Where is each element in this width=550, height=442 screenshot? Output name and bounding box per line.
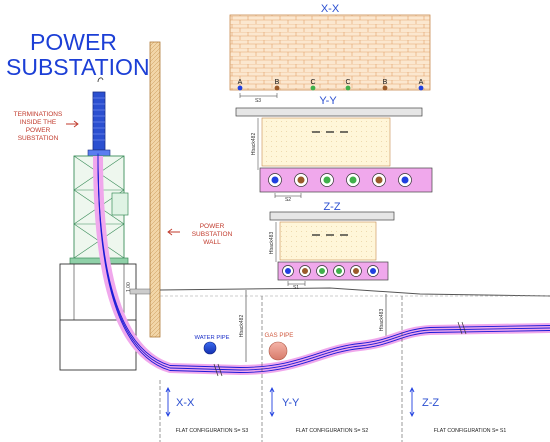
substation-wall <box>149 41 161 338</box>
section-xx: X-X A B C C B A S3 <box>229 3 431 104</box>
section-yy: Y-Y Hback482 S2 <box>235 95 433 203</box>
section-yy-cables <box>268 173 412 187</box>
section-zz-cables <box>282 265 379 277</box>
section-zz-slab <box>269 211 395 221</box>
terminations-arrow <box>66 120 79 128</box>
phase-label-1: A <box>238 79 243 86</box>
phase-dot-2 <box>274 85 280 91</box>
water-pipe <box>203 341 217 355</box>
cut-marker-xx-arrow <box>165 386 171 418</box>
terminations-line-2: INSIDE THE <box>20 119 57 126</box>
section-zz: Z-Z Hback483 S1 <box>269 201 395 291</box>
right-depth-label: Hback483 <box>379 309 385 332</box>
wall-depth-label: 1.00 <box>126 282 132 292</box>
wall-note-line-2: SUBSTATION <box>192 231 233 238</box>
section-zz-spacing: S1 <box>293 285 299 291</box>
section-xx-title: X-X <box>321 3 340 15</box>
section-xx-spacing: S3 <box>255 98 261 104</box>
section-yy-title: Y-Y <box>319 95 337 107</box>
cut-marker-yy: Y-Y <box>282 397 300 409</box>
sealing-end-insulator <box>92 91 106 151</box>
phase-dot-3 <box>310 85 316 91</box>
cut-marker-yy-arrow <box>269 386 275 418</box>
phase-label-2: B <box>275 79 280 86</box>
section-zz-backfill <box>279 221 377 261</box>
cut-marker-xx: X-X <box>176 397 195 409</box>
configuration-label-2: FLAT CONFIGURATION S= S2 <box>296 428 369 434</box>
phase-label-3: C <box>310 79 315 86</box>
wall-note: POWER SUBSTATION WALL <box>167 223 233 246</box>
section-yy-slab <box>235 107 423 117</box>
section-xx-brick-block <box>229 14 431 91</box>
main-depth-label: Hback482 <box>239 315 245 338</box>
cable-route <box>93 153 550 377</box>
terminations-line-3: POWER <box>26 127 51 134</box>
gas-pipe-label: GAS PIPE <box>265 332 294 339</box>
gas-pipe <box>268 341 288 361</box>
section-yy-height: Hback482 <box>251 133 257 156</box>
phase-label-5: B <box>383 79 388 86</box>
section-zz-title: Z-Z <box>323 201 340 213</box>
cut-marker-zz: Z-Z <box>422 397 439 409</box>
section-yy-spacing: S2 <box>285 197 291 203</box>
configuration-label-3: FLAT CONFIGURATION S= S1 <box>434 428 507 434</box>
title-line-1: POWER <box>30 29 117 55</box>
phase-dot-6 <box>418 85 424 91</box>
section-zz-height: Hback483 <box>269 232 275 255</box>
configuration-bands: X-X Y-Y Z-Z FLAT CONFIGURATION S= S3 FLA… <box>159 296 507 442</box>
wall-note-arrow <box>167 228 180 236</box>
phase-dot-1 <box>237 85 243 91</box>
wall-note-line-3: WALL <box>203 239 221 246</box>
title-line-2: SUBSTATION <box>6 54 150 80</box>
terminations-note: TERMINATIONS INSIDE THE POWER SUBSTATION <box>14 111 79 142</box>
phase-dot-4 <box>345 85 351 91</box>
wall-note-line-1: POWER <box>200 223 225 230</box>
ground-surface <box>159 287 550 297</box>
section-yy-backfill <box>261 117 391 167</box>
water-pipe-label: WATER PIPE <box>194 335 229 341</box>
configuration-label-1: FLAT CONFIGURATION S= S3 <box>176 428 249 434</box>
phase-label-4: C <box>345 79 350 86</box>
cut-marker-zz-arrow <box>409 386 415 418</box>
terminations-line-4: SUBSTATION <box>18 135 59 142</box>
phase-label-6: A <box>419 79 424 86</box>
phase-dot-5 <box>382 85 388 91</box>
terminations-line-1: TERMINATIONS <box>14 111 63 118</box>
